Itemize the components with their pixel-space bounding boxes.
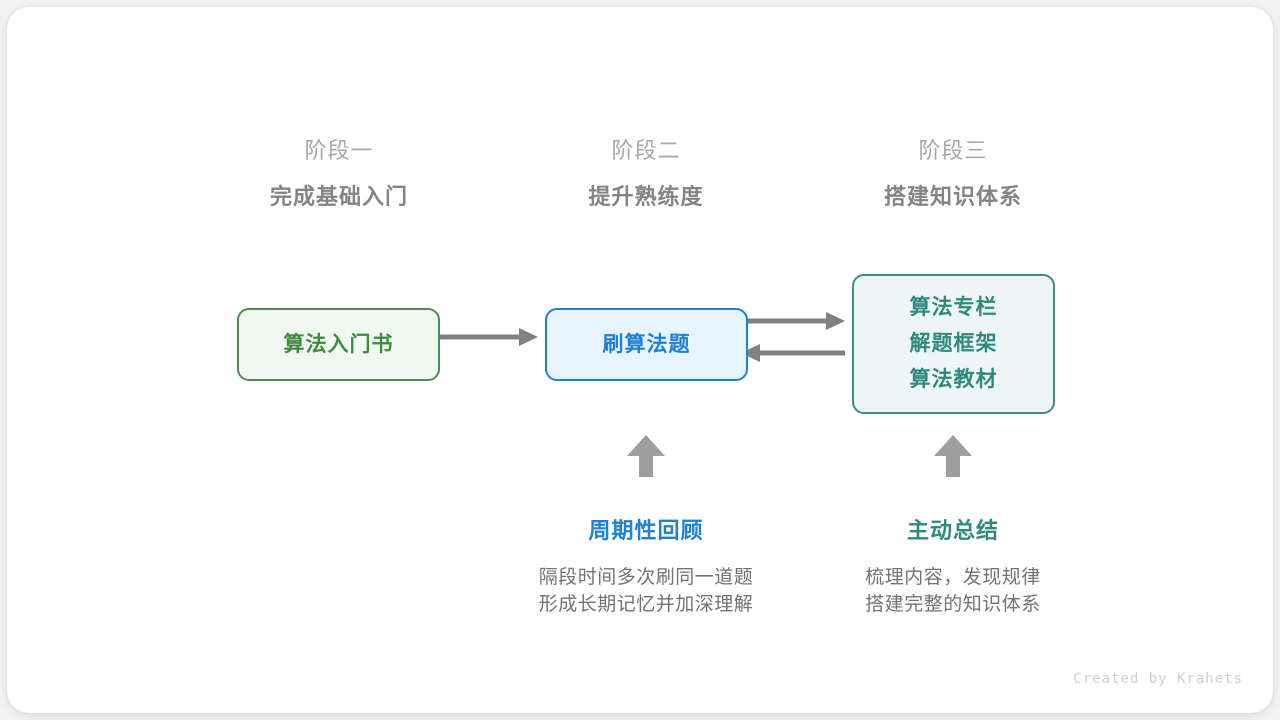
arrow-review-up [627, 435, 665, 477]
node-label-line-1: 算法专栏 [909, 296, 998, 319]
note-description: 梳理内容，发现规律 搭建完整的知识体系 [788, 564, 1118, 618]
note-description: 隔段时间多次刷同一道题 形成长期记忆并加深理解 [481, 564, 811, 618]
stage-number-3: 阶段三 [918, 138, 988, 163]
note-description-line-2: 搭建完整的知识体系 [865, 594, 1041, 615]
stage-header-3: 阶段三 搭建知识体系 [813, 136, 1093, 212]
note-description-line-2: 形成长期记忆并加深理解 [538, 594, 754, 615]
credit-text: Created by Krahets [1073, 671, 1243, 687]
arrow-summary-up [934, 435, 972, 477]
note-periodic-review: 周期性回顾 隔段时间多次刷同一道题 形成长期记忆并加深理解 [481, 516, 811, 618]
note-description-line-1: 隔段时间多次刷同一道题 [538, 567, 754, 588]
node-knowledge-system[interactable]: 算法专栏 解题框架 算法教材 [852, 274, 1055, 414]
note-active-summary: 主动总结 梳理内容，发现规律 搭建完整的知识体系 [788, 516, 1118, 618]
arrow-system-to-practice [741, 344, 845, 362]
note-title: 主动总结 [906, 518, 999, 543]
diagram-card: 阶段一 完成基础入门 阶段二 提升熟练度 阶段三 搭建知识体系 [7, 7, 1273, 713]
stage-header-2: 阶段二 提升熟练度 [506, 136, 786, 212]
node-label-line-3: 算法教材 [909, 368, 998, 391]
stage-title-2: 提升熟练度 [588, 184, 704, 209]
note-title: 周期性回顾 [588, 518, 704, 543]
arrow-book-to-practice [433, 328, 538, 346]
node-algorithm-intro-book[interactable]: 算法入门书 [237, 308, 440, 381]
stage-header-1: 阶段一 完成基础入门 [199, 136, 479, 212]
stage-title-3: 搭建知识体系 [883, 184, 1022, 209]
node-label: 刷算法题 [602, 332, 691, 356]
note-description-line-1: 梳理内容，发现规律 [865, 567, 1041, 588]
node-label-line-2: 解题框架 [909, 332, 998, 355]
stage-number-1: 阶段一 [304, 138, 374, 163]
node-practice-problems[interactable]: 刷算法题 [545, 308, 748, 381]
node-label: 算法入门书 [283, 332, 394, 356]
arrow-practice-to-system [741, 312, 845, 330]
stage-number-2: 阶段二 [611, 138, 681, 163]
stage-title-1: 完成基础入门 [269, 184, 408, 209]
